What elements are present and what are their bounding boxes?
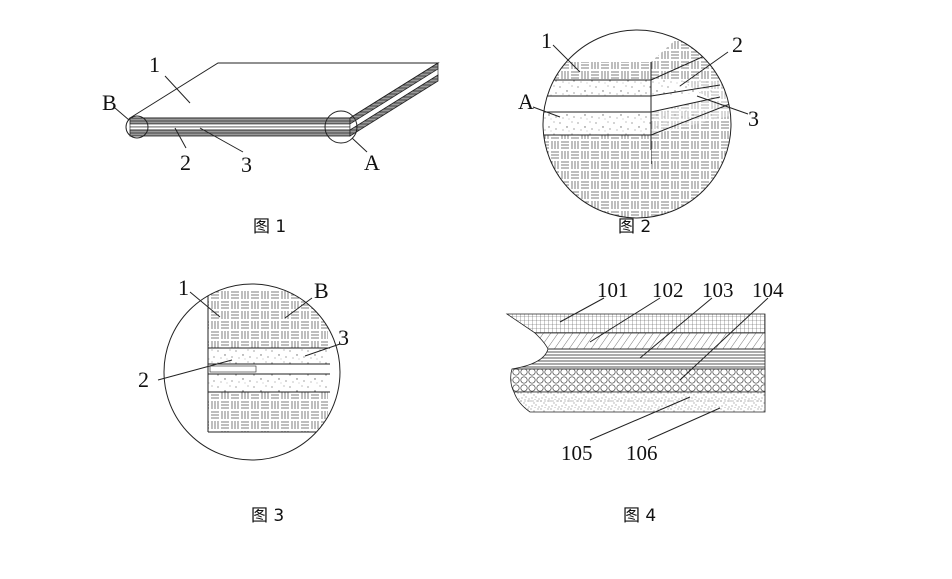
label-a: A (518, 89, 534, 114)
label-b: B (314, 278, 329, 303)
label-b: B (102, 90, 117, 115)
label-2: 2 (180, 150, 191, 175)
label-105: 105 (561, 441, 593, 465)
caption-fig-1: 图 1 (253, 217, 286, 237)
caption-fig-3: 图 3 (251, 506, 284, 526)
label-1: 1 (149, 52, 160, 77)
label-1: 1 (178, 275, 189, 300)
figure-3: 1 B 3 2 图 3 (138, 275, 349, 526)
figure-1: 1 B 2 3 A 图 1 (102, 52, 440, 237)
caption-fig-4: 图 4 (623, 506, 656, 526)
label-3: 3 (241, 152, 252, 177)
figure-2: 1 2 A 3 图 2 (518, 28, 759, 237)
layer-101 (505, 313, 766, 334)
label-a: A (364, 150, 380, 175)
label-103: 103 (702, 278, 734, 302)
label-1: 1 (541, 28, 552, 53)
caption-fig-2: 图 2 (618, 217, 651, 237)
detail-circle-a (324, 110, 358, 144)
detail-circle-b (125, 115, 149, 139)
label-102: 102 (652, 278, 684, 302)
label-106: 106 (626, 441, 658, 465)
panel-layer-bottom (129, 129, 351, 137)
panel-layer-1 (129, 117, 351, 125)
label-101: 101 (597, 278, 629, 302)
label-2: 2 (732, 32, 743, 57)
panel-layer-2 (129, 123, 351, 128)
label-2: 2 (138, 367, 149, 392)
label-104: 104 (752, 278, 784, 302)
layer-104 (510, 368, 766, 393)
detail-circle-3 (163, 283, 341, 461)
panel-layer-3 (129, 126, 351, 131)
figure-4: 101 102 103 104 105 106 图 4 (505, 278, 784, 526)
layer-105-106 (513, 391, 766, 413)
layer-102 (534, 332, 766, 350)
label-3: 3 (338, 325, 349, 350)
label-3: 3 (748, 106, 759, 131)
layer-103 (511, 348, 766, 370)
detail-circle-2 (542, 29, 732, 219)
